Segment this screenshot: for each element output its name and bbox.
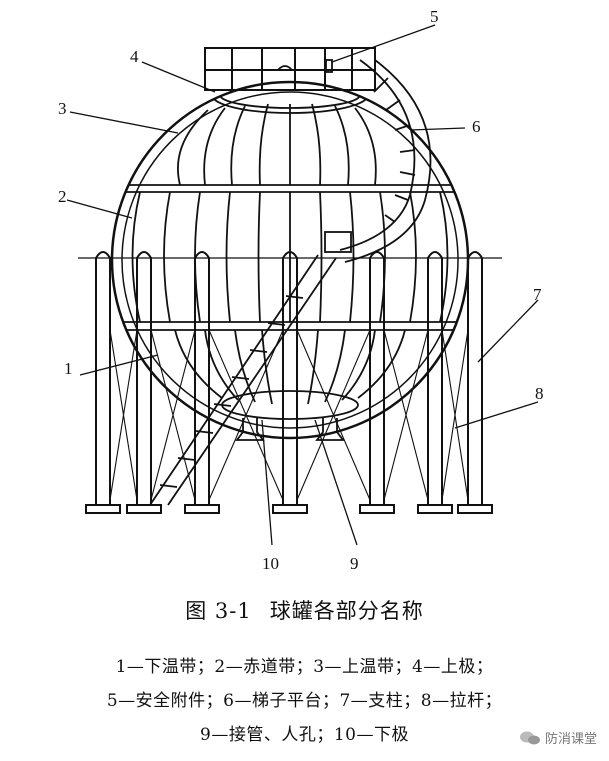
- wechat-icon: [519, 731, 540, 744]
- label-10: 10: [262, 554, 279, 573]
- legend-line-1: 1—下温带；2—赤道带；3—上温带；4—上极；: [115, 657, 494, 677]
- figure-number: 图 3-1: [185, 599, 252, 623]
- legend-line-2: 5—安全附件；6—梯子平台；7—支柱；8—拉杆；: [106, 691, 503, 711]
- label-4: 4: [130, 47, 139, 66]
- support-columns: [95, 251, 483, 505]
- leader-lines: [66, 24, 539, 546]
- label-3: 3: [58, 99, 67, 118]
- label-2: 2: [58, 187, 67, 206]
- spherical-tank-diagram: [66, 24, 539, 546]
- spiral-ladder: [324, 59, 432, 263]
- watermark: 防消课堂: [519, 728, 597, 747]
- bottom-nozzles: [235, 418, 345, 441]
- figure-caption: 图 3-1 球罐各部分名称: [0, 595, 609, 625]
- inclined-ladder: [149, 254, 337, 506]
- label-7: 7: [533, 285, 542, 304]
- figure-title: 球罐各部分名称: [269, 599, 424, 623]
- label-1: 1: [64, 359, 73, 378]
- label-6: 6: [472, 117, 481, 136]
- legend-line-3: 9—接管、人孔；10—下极: [200, 725, 409, 745]
- label-9: 9: [350, 554, 359, 573]
- base-plates: [85, 504, 493, 514]
- safety-fitting: [277, 59, 333, 73]
- label-5: 5: [430, 7, 439, 26]
- tie-rods: [109, 329, 469, 501]
- label-8: 8: [535, 384, 544, 403]
- watermark-text: 防消课堂: [544, 732, 597, 747]
